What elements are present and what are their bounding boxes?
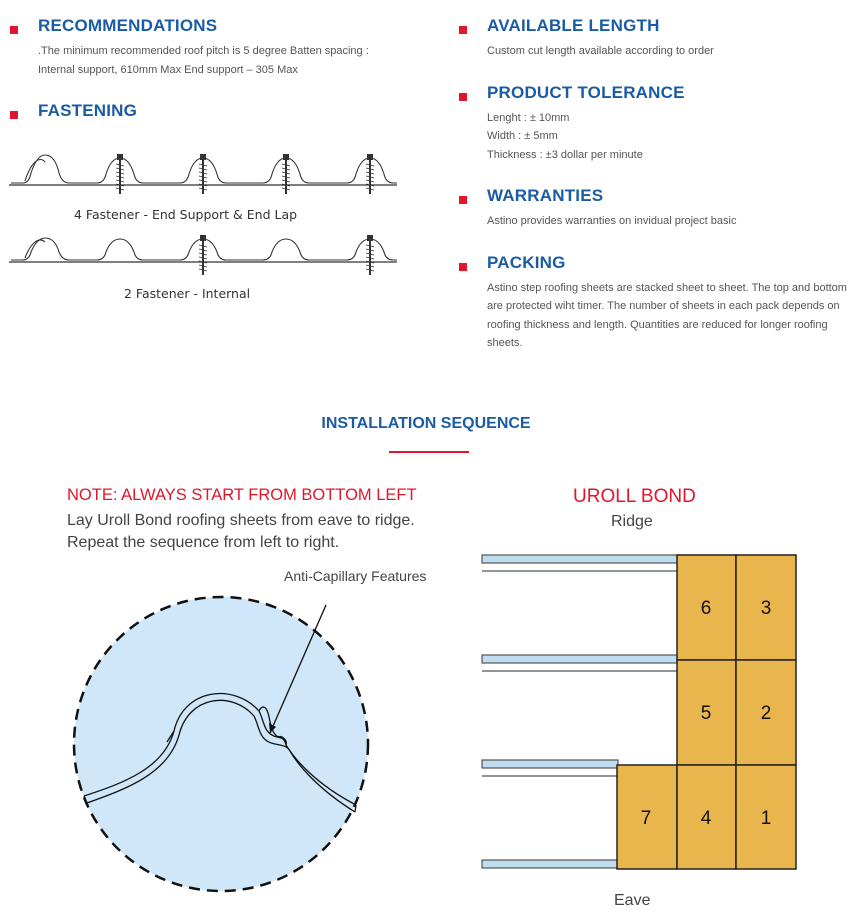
tolerance-thickness: Thickness : ±3 dollar per minute xyxy=(487,149,643,161)
purlin-upper xyxy=(481,654,679,664)
sheet-number-5: 5 xyxy=(701,703,712,724)
available-length-text: Custom cut length available according to… xyxy=(487,45,714,57)
warranties-bullet-icon xyxy=(459,196,467,204)
fastening-heading: FASTENING xyxy=(38,101,138,120)
warranties-heading: WARRANTIES xyxy=(487,186,604,205)
sheet-number-1: 1 xyxy=(761,808,772,829)
packing-bullet-icon xyxy=(459,263,467,271)
uroll-bond-title: UROLL BOND xyxy=(573,486,696,507)
available-length-heading: AVAILABLE LENGTH xyxy=(487,16,660,35)
ridge-label: Ridge xyxy=(611,513,653,530)
available-length-bullet-icon xyxy=(459,26,467,34)
section-divider xyxy=(389,451,469,453)
packing-text-line-1: Astino step roofing sheets are stacked s… xyxy=(487,282,847,294)
instruction-line-1: Lay Uroll Bond roofing sheets from eave … xyxy=(67,512,415,529)
fastening-bullet-icon xyxy=(10,111,18,119)
installation-sequence-title: INSTALLATION SEQUENCE xyxy=(321,415,531,432)
sheet-number-4: 4 xyxy=(701,808,712,829)
recommendations-text-line-2: Internal support, 610mm Max End support … xyxy=(38,64,298,76)
product-tolerance-bullet-icon xyxy=(459,93,467,101)
purlin-bottom xyxy=(481,859,619,869)
fastener-caption-internal: 2 Fastener - Internal xyxy=(124,286,251,301)
sheet-number-6: 6 xyxy=(701,598,712,619)
product-tolerance-heading: PRODUCT TOLERANCE xyxy=(487,83,685,102)
warranties-text: Astino provides warranties on invidual p… xyxy=(487,215,737,227)
recommendations-bullet-icon xyxy=(10,26,18,34)
packing-text-line-4: sheets. xyxy=(487,337,523,349)
packing-heading: PACKING xyxy=(487,253,566,272)
installation-instructions: Lay Uroll Bond roofing sheets from eave … xyxy=(67,510,467,554)
purlin-lower xyxy=(481,759,619,769)
anti-capillary-detail xyxy=(72,595,370,893)
packing-text-line-2: are protected wiht timer. The number of … xyxy=(487,300,840,312)
sheet-2 xyxy=(735,659,797,766)
recommendations-heading: RECOMMENDATIONS xyxy=(38,16,218,35)
sheet-1 xyxy=(735,764,797,870)
instruction-line-2: Repeat the sequence from left to right. xyxy=(67,534,340,551)
purlin-top xyxy=(481,554,679,564)
recommendations-text-line-1: .The minimum recommended roof pitch is 5… xyxy=(38,45,369,57)
sheet-number-2: 2 xyxy=(761,703,772,724)
sheet-6 xyxy=(676,554,737,661)
sheet-4 xyxy=(676,764,737,870)
fastener-caption-end-support: 4 Fastener - End Support & End Lap xyxy=(74,207,298,222)
packing-text-line-3: roofing thickness and length. Quantities… xyxy=(487,319,828,331)
installation-note: NOTE: ALWAYS START FROM BOTTOM LEFT xyxy=(67,486,417,504)
sheet-number-3: 3 xyxy=(761,598,772,619)
anti-capillary-label: Anti-Capillary Features xyxy=(284,568,427,584)
eave-label: Eave xyxy=(614,892,651,909)
tolerance-width: Width : ± 5mm xyxy=(487,130,558,142)
fastener-diagram-end-support xyxy=(9,154,397,194)
tolerance-length: Lenght : ± 10mm xyxy=(487,112,570,124)
fastener-diagram-internal xyxy=(9,235,397,275)
sheet-number-7: 7 xyxy=(641,808,652,829)
installation-sequence-diagram: 6 3 5 2 7 4 1 xyxy=(481,554,797,870)
